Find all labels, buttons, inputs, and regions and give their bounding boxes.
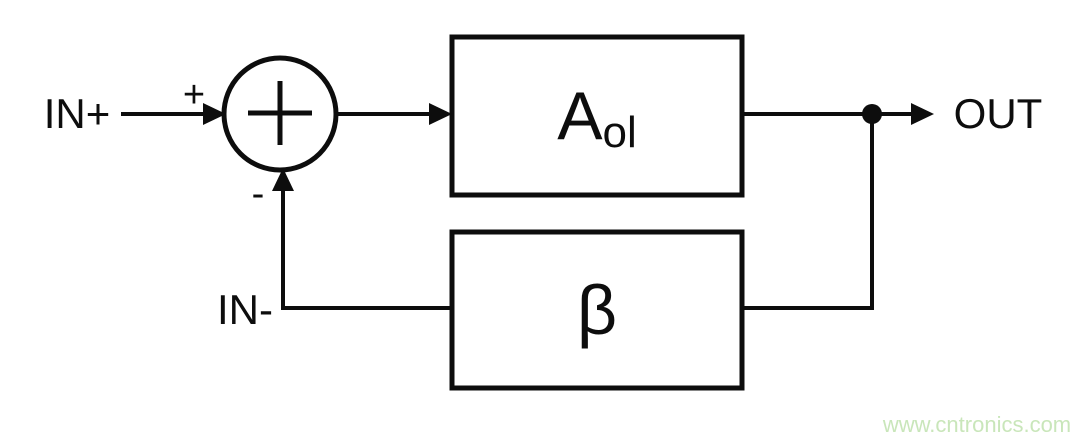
input-positive-label: IN+: [43, 90, 111, 137]
gain-block-box: [449, 34, 745, 198]
input-negative-label: IN-: [217, 286, 273, 333]
summing-plus-sign: +: [182, 74, 206, 116]
watermark-text: www.cntronics.com: [882, 412, 1072, 437]
output-label: OUT: [953, 90, 1043, 137]
arrowhead-into-junction-bottom: [272, 168, 294, 191]
arrowhead-to-out: [911, 103, 934, 125]
arrowhead-into-gain: [429, 103, 452, 125]
beta-block-label: β: [452, 232, 742, 388]
gain-subscript: ol: [602, 108, 637, 157]
arrowhead-into-junction: [203, 103, 226, 125]
summing-minus-sign: -: [251, 173, 265, 215]
beta-symbol: β: [576, 271, 618, 349]
gain-symbol: A: [557, 78, 603, 154]
output-node-dot: [862, 104, 882, 124]
